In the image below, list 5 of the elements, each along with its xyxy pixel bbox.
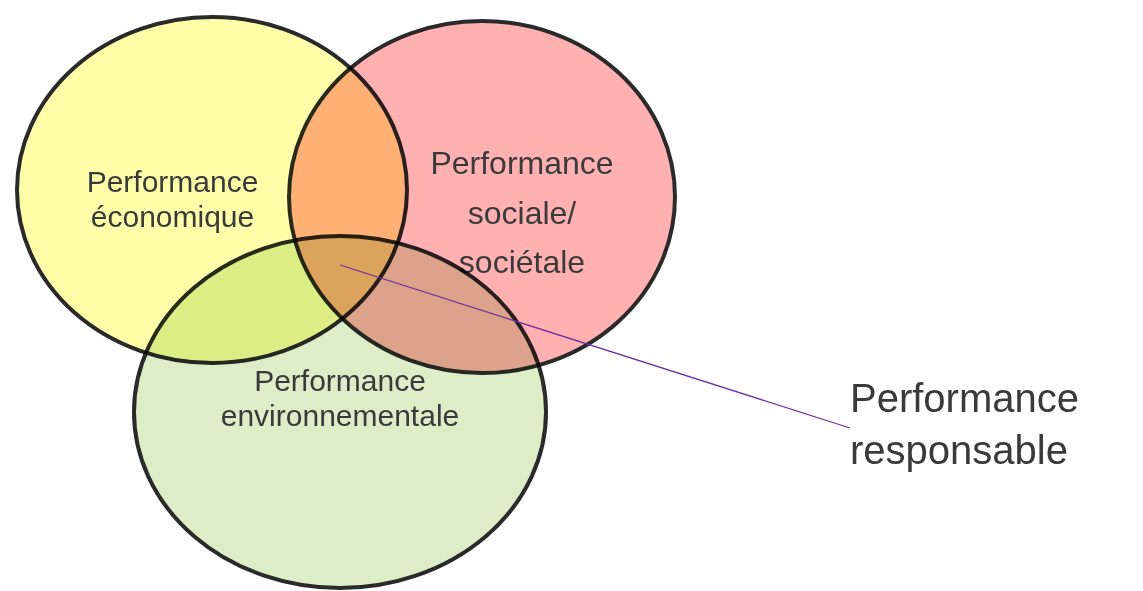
circle-label: Performance sociale/ sociétale [429, 144, 615, 283]
circle-label: Performance environnementale [219, 364, 461, 433]
callout-label: Performance responsable [850, 375, 1080, 474]
circle-label: Performance économique [85, 165, 260, 234]
leader-line [339, 264, 851, 429]
